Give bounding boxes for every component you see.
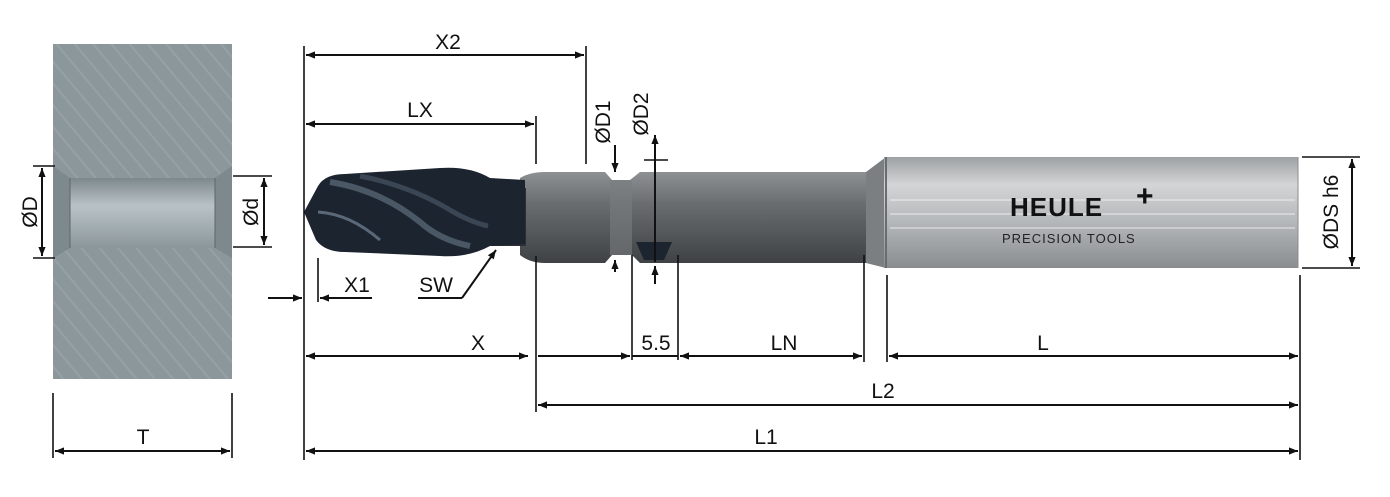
dim-SW: SW [418, 249, 497, 299]
label-X1: X1 [344, 274, 370, 297]
extension-lines [303, 46, 1360, 460]
dim-LN: LN [680, 332, 862, 360]
dim-X2: X2 [306, 31, 584, 59]
dim-L: L [889, 332, 1298, 360]
dim-X1: X1 [268, 274, 372, 302]
dim-od-small: Ød [233, 175, 272, 248]
tool-body [520, 172, 870, 263]
label-ODS: ØDS h6 [1320, 175, 1343, 250]
dim-OD2: ØD2 [630, 92, 668, 284]
dim-X: X [306, 332, 630, 360]
brand-name: HEULE [1010, 192, 1103, 222]
label-5-5: 5.5 [641, 332, 670, 355]
dim-5-5: 5.5 [632, 332, 678, 357]
workpiece-section [53, 44, 232, 379]
label-L: L [1037, 332, 1049, 355]
brand-tagline: PRECISION TOOLS [1002, 231, 1136, 246]
label-L1: L1 [754, 426, 777, 449]
drill-tool: HEULE + PRECISION TOOLS [304, 157, 1299, 268]
label-LN: LN [771, 332, 798, 355]
label-od-small: Ød [240, 198, 263, 226]
dim-LX: LX [306, 99, 534, 128]
label-L2: L2 [871, 380, 894, 403]
label-LX: LX [407, 99, 433, 122]
dim-OD: ØD [19, 165, 55, 259]
dim-OD1: ØD1 [592, 100, 619, 272]
label-X: X [471, 332, 485, 355]
dim-ODS: ØDS h6 [1320, 159, 1356, 266]
label-X2: X2 [435, 31, 461, 54]
label-OD1: ØD1 [592, 100, 615, 143]
label-T: T [137, 426, 150, 449]
dim-T: T [52, 393, 233, 458]
tool-shank [884, 157, 1298, 268]
brand-plus: + [1136, 180, 1155, 213]
dim-L1: L1 [306, 426, 1298, 455]
bore [70, 178, 215, 248]
label-OD: ØD [19, 196, 42, 228]
dim-L2: L2 [538, 380, 1298, 409]
label-OD2: ØD2 [630, 92, 653, 135]
label-SW: SW [419, 274, 453, 297]
